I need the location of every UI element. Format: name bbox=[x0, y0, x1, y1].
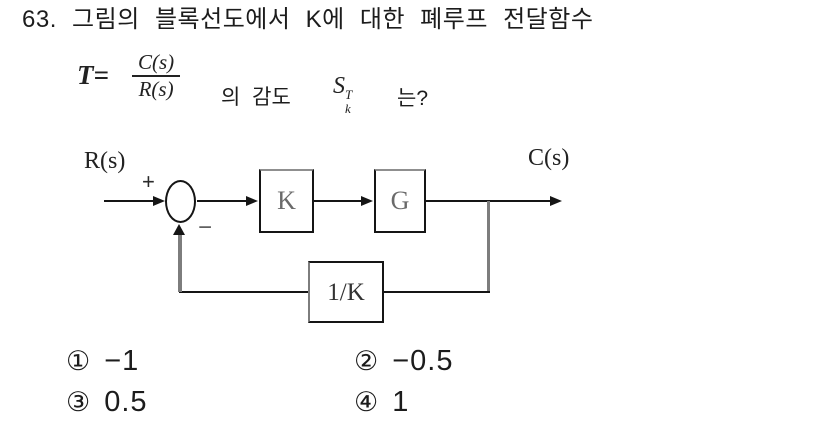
takeoff-vertical-line bbox=[487, 201, 490, 292]
question-text: 그림의 블록선도에서 K에 대한 폐루프 전달함수 bbox=[72, 6, 594, 33]
choice-4-marker: ④ bbox=[354, 387, 379, 417]
choice-1-value: −1 bbox=[104, 345, 140, 377]
choice-2-marker: ② bbox=[354, 346, 379, 376]
minus-sign: − bbox=[198, 214, 213, 241]
choice-3: ③ 0.5 bbox=[66, 388, 148, 417]
fraction-denominator: R(s) bbox=[138, 77, 174, 101]
output-signal-label: C(s) bbox=[528, 145, 570, 171]
line-sum-to-k bbox=[197, 200, 246, 202]
choice-2-value: −0.5 bbox=[392, 345, 454, 377]
sensitivity-base: S bbox=[333, 73, 345, 99]
feedback-left-vertical-line bbox=[178, 234, 182, 292]
choice-3-value: 0.5 bbox=[104, 386, 148, 418]
block-g: G bbox=[374, 169, 426, 233]
choice-2: ② −0.5 bbox=[354, 347, 453, 376]
sensitivity-sub: k bbox=[345, 100, 351, 116]
choice-4-value: 1 bbox=[392, 386, 410, 418]
plus-sign: + bbox=[142, 169, 155, 194]
sensitivity-sup: T bbox=[345, 87, 353, 102]
choice-1: ① −1 bbox=[66, 347, 139, 376]
fraction-numerator: C(s) bbox=[132, 52, 181, 77]
arrowhead-into-sum-bottom-icon bbox=[173, 224, 185, 235]
question-number: 63. bbox=[22, 6, 57, 33]
choice-3-marker: ③ bbox=[66, 387, 91, 417]
arrowhead-into-k-icon bbox=[246, 196, 258, 206]
summing-junction bbox=[165, 180, 196, 223]
formula-tail-text: 는? bbox=[397, 87, 428, 110]
block-1-over-k-label: 1/K bbox=[327, 278, 365, 306]
arrowhead-into-sum-icon bbox=[153, 196, 165, 206]
input-signal-label: R(s) bbox=[84, 148, 126, 174]
block-k: K bbox=[259, 169, 314, 233]
formula-mid-text: 의 감도 bbox=[221, 86, 291, 109]
question-title: 63. 그림의 블록선도에서 K에 대한 폐루프 전달함수 bbox=[22, 8, 593, 32]
choice-1-marker: ① bbox=[66, 346, 91, 376]
block-1-over-k: 1/K bbox=[308, 261, 384, 323]
input-line bbox=[104, 200, 154, 202]
block-g-label: G bbox=[390, 186, 410, 215]
arrowhead-output-icon bbox=[550, 196, 562, 206]
formula-fraction: C(s) R(s) bbox=[132, 52, 181, 101]
block-k-label: K bbox=[277, 186, 296, 215]
formula-lhs: T= bbox=[77, 60, 109, 90]
line-k-to-g bbox=[314, 200, 361, 202]
arrowhead-into-g-icon bbox=[361, 196, 373, 206]
choice-4: ④ 1 bbox=[354, 388, 409, 417]
